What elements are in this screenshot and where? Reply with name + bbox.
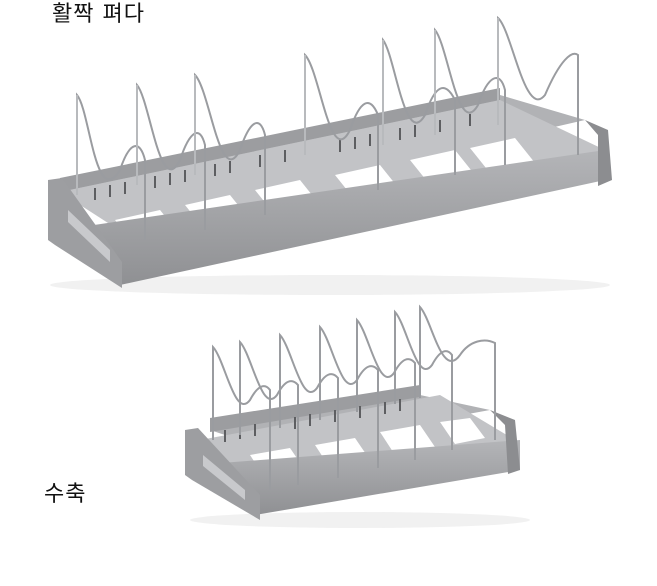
expanded-rack-illustration — [48, 15, 612, 295]
retracted-label: 수축 — [44, 482, 87, 507]
expanded-label: 활짝 펴다 — [52, 2, 145, 27]
retracted-rack-illustration — [0, 300, 657, 586]
